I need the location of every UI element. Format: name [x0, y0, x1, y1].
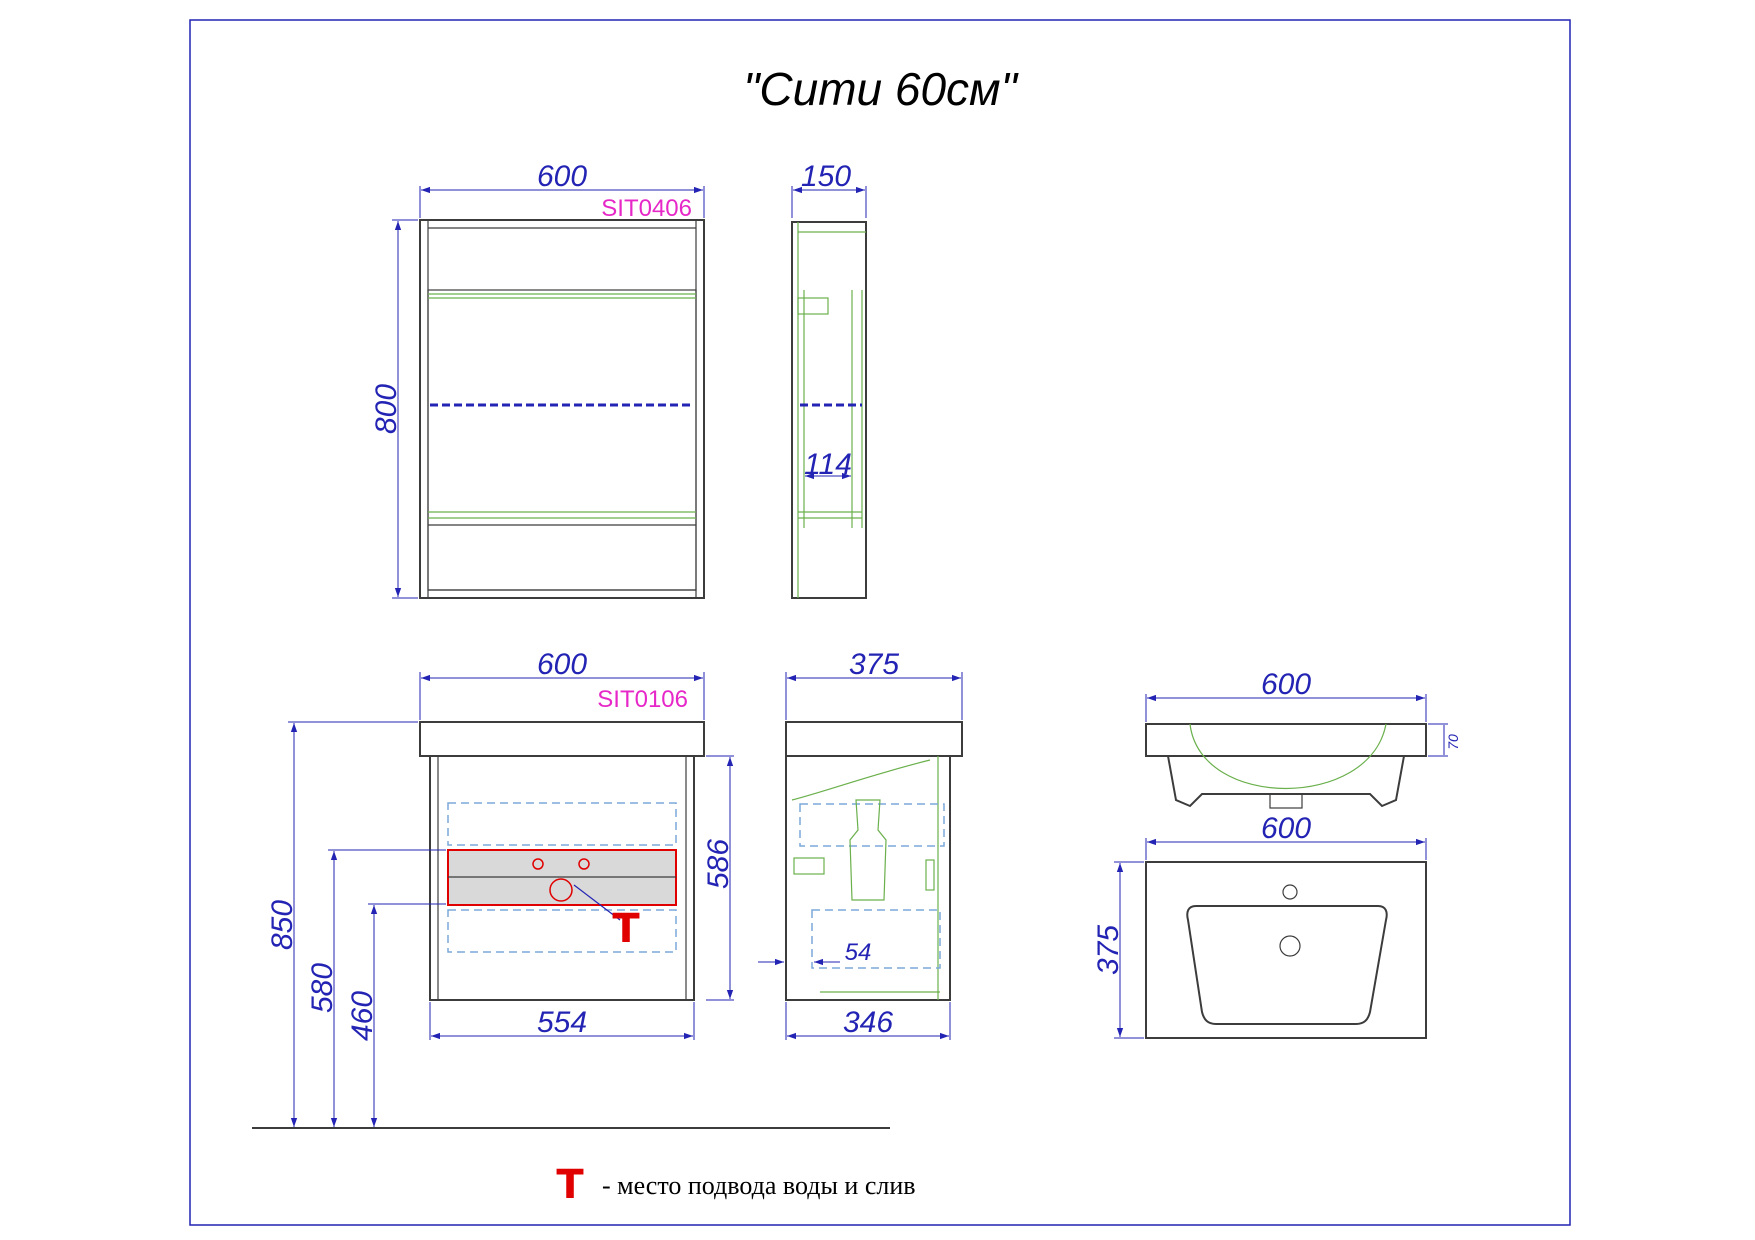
legend-marker: Т [556, 1162, 584, 1208]
drawing-frame [189, 19, 1571, 1226]
svg-text:850: 850 [266, 900, 299, 950]
vanity-code: SIT0106 [597, 686, 688, 713]
vanity-height-dimension: 586 [702, 755, 735, 1001]
mirror-cabinet-side-view [791, 221, 867, 599]
total-height-dimension: 850 [266, 721, 418, 1127]
vanity-depth-dimension: 375 [785, 648, 963, 720]
mirror-inner-depth-dimension: 114 [804, 448, 852, 481]
svg-text:114: 114 [804, 448, 852, 481]
svg-text:375: 375 [849, 648, 899, 681]
vanity-offset-dimension: 54 [758, 939, 871, 966]
drawing-title: "Сити 60см" [743, 63, 1020, 115]
basin-front-height-dimension: 70 [1428, 723, 1461, 757]
legend-text: - место подвода воды и слив [602, 1171, 916, 1200]
drain-height-dimension: 460 [346, 903, 446, 1127]
vanity-width-dimension: 600 [419, 648, 705, 720]
svg-text:54: 54 [845, 939, 872, 966]
mirror-depth-dimension: 150 [791, 160, 867, 218]
vanity-inner-width-dimension: 554 [429, 1002, 695, 1040]
mirror-width-dimension: 600 [419, 160, 705, 218]
svg-text:375: 375 [1092, 925, 1125, 975]
svg-text:580: 580 [306, 963, 339, 1013]
mirror-cabinet-code: SIT0406 [601, 195, 692, 222]
svg-text:600: 600 [1261, 812, 1311, 845]
svg-text:600: 600 [537, 160, 587, 193]
vanity-inner-depth-dimension: 346 [785, 1002, 951, 1040]
svg-text:70: 70 [1445, 734, 1461, 750]
svg-text:554: 554 [537, 1006, 587, 1039]
mirror-height-dimension: 800 [370, 219, 418, 599]
svg-text:150: 150 [801, 160, 851, 193]
svg-text:586: 586 [702, 839, 735, 889]
basin-top-width-dimension: 600 [1145, 812, 1427, 860]
svg-text:460: 460 [346, 991, 379, 1041]
basin-front-view [1145, 723, 1427, 809]
svg-text:346: 346 [843, 1006, 893, 1039]
vanity-front-view [419, 721, 705, 1001]
mirror-cabinet-front-view [419, 219, 705, 599]
basin-top-depth-dimension: 375 [1092, 861, 1144, 1039]
legend: Т - место подвода воды и слив [556, 1162, 915, 1208]
supply-marker: Т [612, 906, 640, 952]
svg-text:600: 600 [1261, 668, 1311, 701]
pipe-height-dimension: 580 [306, 849, 446, 1127]
svg-text:800: 800 [370, 384, 403, 434]
svg-text:600: 600 [537, 648, 587, 681]
vanity-side-view [785, 721, 963, 1001]
basin-front-width-dimension: 600 [1145, 668, 1427, 722]
basin-top-view [1145, 861, 1427, 1039]
